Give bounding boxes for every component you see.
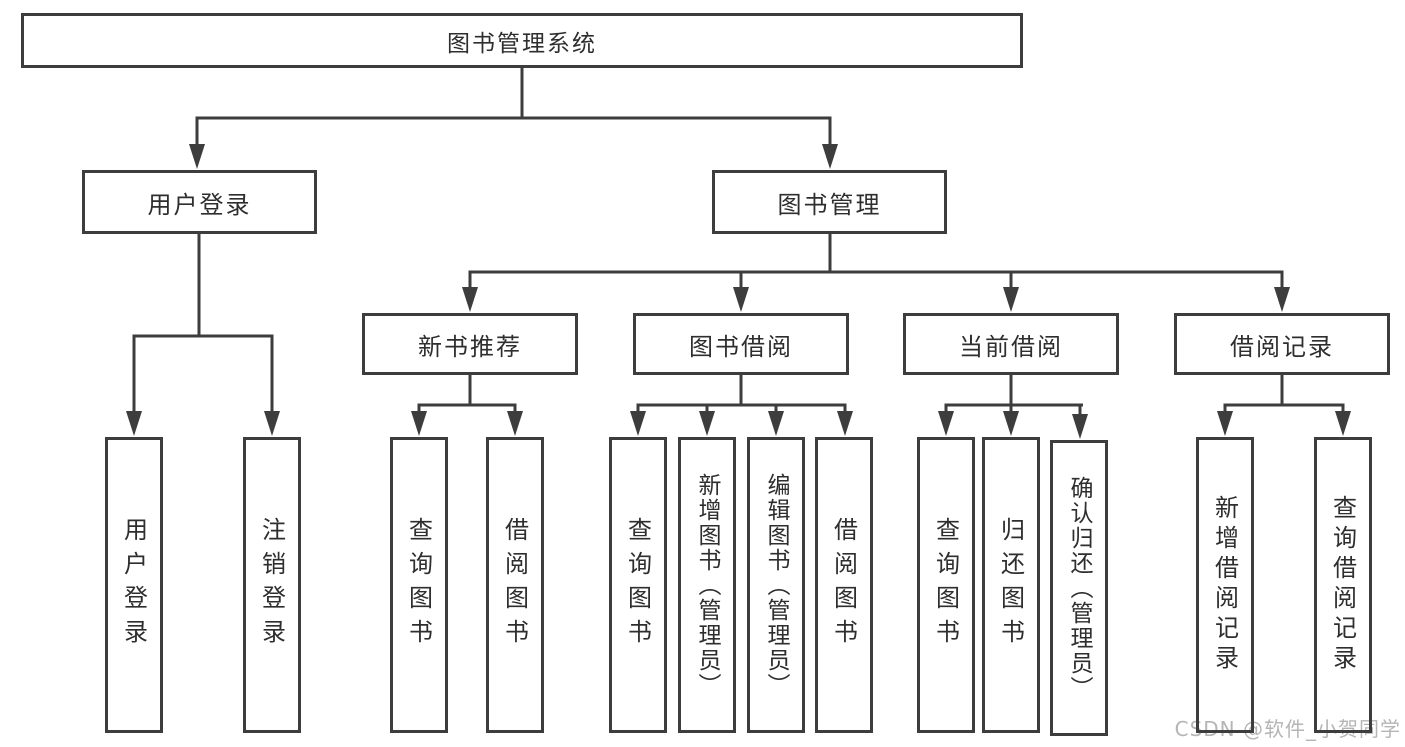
leaf-edit-book-admin: 编辑图书（管理员）	[747, 437, 805, 733]
node-root: 图书管理系统	[21, 13, 1023, 68]
leaf-borrow-books-2: 借阅图书	[815, 437, 873, 733]
leaf-add-borrow-record: 新增借阅记录	[1196, 437, 1254, 733]
watermark: CSDN @软件_小贺同学	[1174, 717, 1401, 741]
node-current-borrow: 当前借阅	[903, 313, 1119, 375]
leaf-query-books-current: 查询图书	[917, 437, 975, 733]
leaf-borrow-books-recommend: 借阅图书	[486, 437, 544, 733]
leaf-confirm-return-admin: 确认归还（管理员）	[1050, 440, 1108, 736]
leaf-return-book: 归还图书	[982, 437, 1040, 733]
node-book-borrow: 图书借阅	[633, 313, 849, 375]
node-borrow-records: 借阅记录	[1174, 313, 1390, 375]
leaf-query-books-recommend: 查询图书	[390, 437, 448, 733]
leaf-query-borrow-record: 查询借阅记录	[1314, 437, 1372, 733]
leaf-user-login: 用户登录	[105, 437, 163, 733]
leaf-logout: 注销登录	[243, 437, 301, 733]
leaf-query-books-borrow: 查询图书	[609, 437, 667, 733]
node-user-login: 用户登录	[82, 170, 317, 234]
node-book-management: 图书管理	[712, 170, 947, 234]
node-new-book-recommend: 新书推荐	[362, 313, 578, 375]
leaf-add-book-admin: 新增图书（管理员）	[678, 437, 736, 733]
